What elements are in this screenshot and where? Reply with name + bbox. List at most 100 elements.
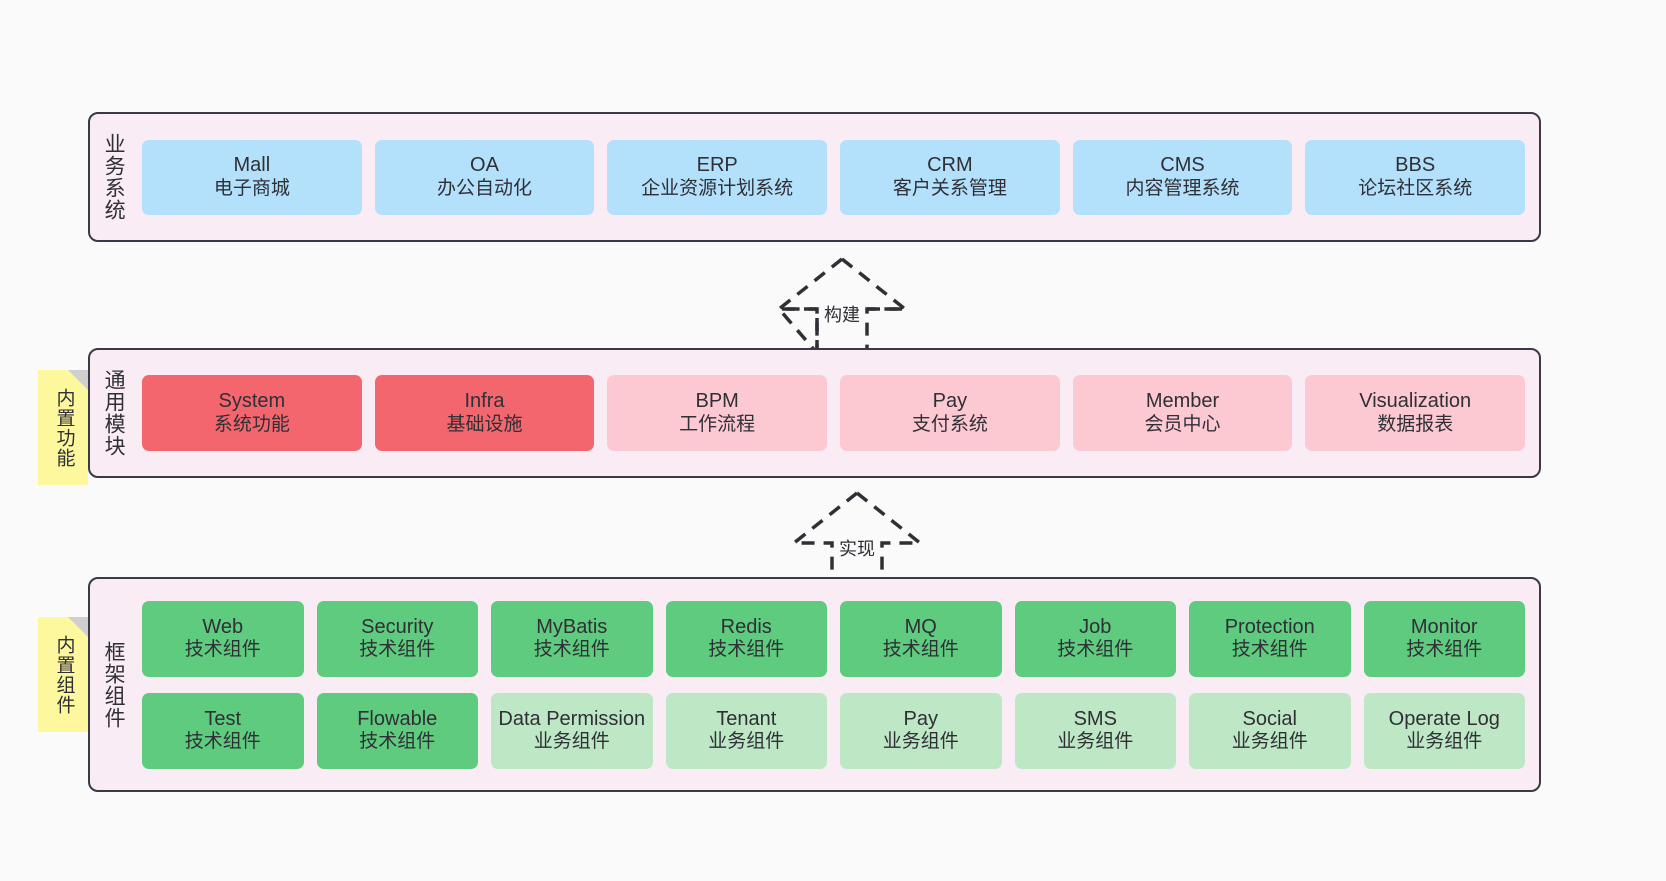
connector-build-label: 构建 [824, 305, 860, 325]
node-title: Tenant [716, 707, 777, 730]
node-oa[interactable]: OA 办公自动化 [374, 139, 595, 215]
node-title: Flowable [357, 707, 438, 730]
layer-title-framework-components: 框架组件 [102, 640, 126, 729]
layer-body-framework-components: Web 技术组件 Security 技术组件 MyBatis 技术组件 Redi… [136, 579, 1539, 790]
node-subtitle: 技术组件 [708, 639, 785, 661]
node-title: Mall [233, 154, 271, 176]
node-subtitle: 业务组件 [882, 731, 959, 753]
node-member[interactable]: Member 会员中心 [1072, 375, 1293, 451]
node-bbs[interactable]: BBS 论坛社区系统 [1305, 139, 1526, 215]
node-security[interactable]: Security 技术组件 [316, 600, 478, 677]
node-pay-module[interactable]: Pay 支付系统 [840, 375, 1060, 451]
node-subtitle: 论坛社区系统 [1358, 177, 1473, 199]
node-pay-component[interactable]: Pay 业务组件 [840, 692, 1002, 769]
node-subtitle: 技术组件 [1231, 639, 1308, 661]
connector-build: 构建 [757, 253, 927, 353]
sticky-note-builtin-functions: 内置功能 [38, 370, 88, 485]
node-subtitle: 电子商城 [213, 177, 290, 199]
sticky-note-builtin-components: 内置组件 [38, 617, 88, 732]
node-subtitle: 技术组件 [882, 639, 959, 661]
node-infra[interactable]: Infra 基础设施 [374, 375, 595, 451]
node-operate-log[interactable]: Operate Log 业务组件 [1363, 692, 1525, 769]
node-title: SMS [1073, 707, 1117, 730]
node-title: OA [470, 154, 499, 176]
node-crm[interactable]: CRM 客户关系管理 [840, 139, 1060, 215]
node-title: Test [204, 707, 242, 730]
node-subtitle: 技术组件 [184, 639, 261, 661]
node-title: Visualization [1359, 390, 1472, 412]
node-title: MyBatis [536, 615, 608, 638]
node-subtitle: 技术组件 [184, 731, 261, 753]
node-web[interactable]: Web 技术组件 [142, 600, 304, 677]
node-title: CMS [1160, 154, 1205, 176]
node-subtitle: 基础设施 [446, 413, 523, 435]
node-title: BPM [695, 390, 739, 412]
connector-implement: 实现 [772, 487, 942, 587]
node-subtitle: 系统功能 [213, 413, 290, 435]
node-subtitle: 内容管理系统 [1125, 177, 1240, 199]
node-title: Protection [1224, 615, 1315, 638]
node-subtitle: 技术组件 [1406, 639, 1483, 661]
layer-title-common-modules: 通用模块 [102, 369, 126, 457]
dashed-hollow-arrow-icon [773, 257, 911, 353]
layer-body-common-modules: System 系统功能 Infra 基础设施 BPM 工作流程 Pay 支付系统… [136, 350, 1539, 476]
node-title: Security [361, 615, 434, 638]
node-subtitle: 数据报表 [1377, 413, 1454, 435]
cell-row: Test 技术组件 Flowable 技术组件 Data Permission … [142, 692, 1525, 769]
node-subtitle: 客户关系管理 [892, 177, 1007, 199]
node-title: MQ [904, 615, 937, 638]
node-system[interactable]: System 系统功能 [142, 375, 362, 451]
node-title: Operate Log [1388, 707, 1500, 730]
node-data-permission[interactable]: Data Permission 业务组件 [491, 692, 653, 769]
node-subtitle: 办公自动化 [437, 177, 533, 199]
cell-row: System 系统功能 Infra 基础设施 BPM 工作流程 Pay 支付系统… [142, 375, 1526, 451]
node-sms[interactable]: SMS 业务组件 [1014, 692, 1176, 769]
node-job[interactable]: Job 技术组件 [1014, 600, 1176, 677]
node-title: Web [202, 615, 244, 638]
layer-business-systems: 业务系统 Mall 电子商城 OA 办公自动化 ERP 企业资源计划系统 CRM… [88, 112, 1541, 242]
node-subtitle: 业务组件 [1057, 731, 1134, 753]
node-subtitle: 会员中心 [1144, 413, 1221, 435]
node-subtitle: 企业资源计划系统 [641, 177, 794, 199]
layer-title-business-systems: 业务系统 [102, 133, 126, 221]
node-mq[interactable]: MQ 技术组件 [840, 600, 1002, 677]
node-title: CRM [927, 154, 973, 176]
node-subtitle: 技术组件 [359, 639, 436, 661]
layer-body-business-systems: Mall 电子商城 OA 办公自动化 ERP 企业资源计划系统 CRM 客户关系… [136, 114, 1539, 240]
layer-framework-components: 框架组件 Web 技术组件 Security 技术组件 MyBatis 技术组件… [88, 577, 1541, 792]
node-subtitle: 工作流程 [679, 413, 756, 435]
layer-common-modules: 通用模块 System 系统功能 Infra 基础设施 BPM 工作流程 Pay… [88, 348, 1541, 478]
node-mybatis[interactable]: MyBatis 技术组件 [491, 600, 653, 677]
node-title: Social [1242, 707, 1297, 730]
node-subtitle: 支付系统 [911, 413, 988, 435]
node-flowable[interactable]: Flowable 技术组件 [316, 692, 478, 769]
node-title: ERP [696, 154, 738, 176]
node-subtitle: 技术组件 [1057, 639, 1134, 661]
node-cms[interactable]: CMS 内容管理系统 [1072, 139, 1293, 215]
sticky-note-label: 内置功能 [53, 387, 75, 468]
node-title: System [218, 390, 286, 412]
node-subtitle: 技术组件 [533, 639, 610, 661]
node-mall[interactable]: Mall 电子商城 [142, 139, 362, 215]
node-monitor[interactable]: Monitor 技术组件 [1363, 600, 1525, 677]
node-bpm[interactable]: BPM 工作流程 [607, 375, 828, 451]
node-title: Pay [903, 707, 938, 730]
node-title: Pay [932, 390, 968, 412]
dashed-hollow-arrow-icon [788, 491, 926, 587]
node-redis[interactable]: Redis 技术组件 [665, 600, 827, 677]
connector-implement-label: 实现 [839, 539, 875, 559]
node-social[interactable]: Social 业务组件 [1189, 692, 1351, 769]
node-tenant[interactable]: Tenant 业务组件 [665, 692, 827, 769]
node-visualization[interactable]: Visualization 数据报表 [1305, 375, 1526, 451]
node-subtitle: 业务组件 [1231, 731, 1308, 753]
node-protection[interactable]: Protection 技术组件 [1189, 600, 1351, 677]
folded-corner-icon [68, 617, 88, 637]
node-subtitle: 技术组件 [359, 731, 436, 753]
node-title: Monitor [1410, 615, 1478, 638]
node-erp[interactable]: ERP 企业资源计划系统 [607, 139, 828, 215]
node-subtitle: 业务组件 [1406, 731, 1483, 753]
node-test[interactable]: Test 技术组件 [142, 692, 304, 769]
sticky-note-label: 内置组件 [53, 634, 75, 715]
node-subtitle: 业务组件 [708, 731, 785, 753]
